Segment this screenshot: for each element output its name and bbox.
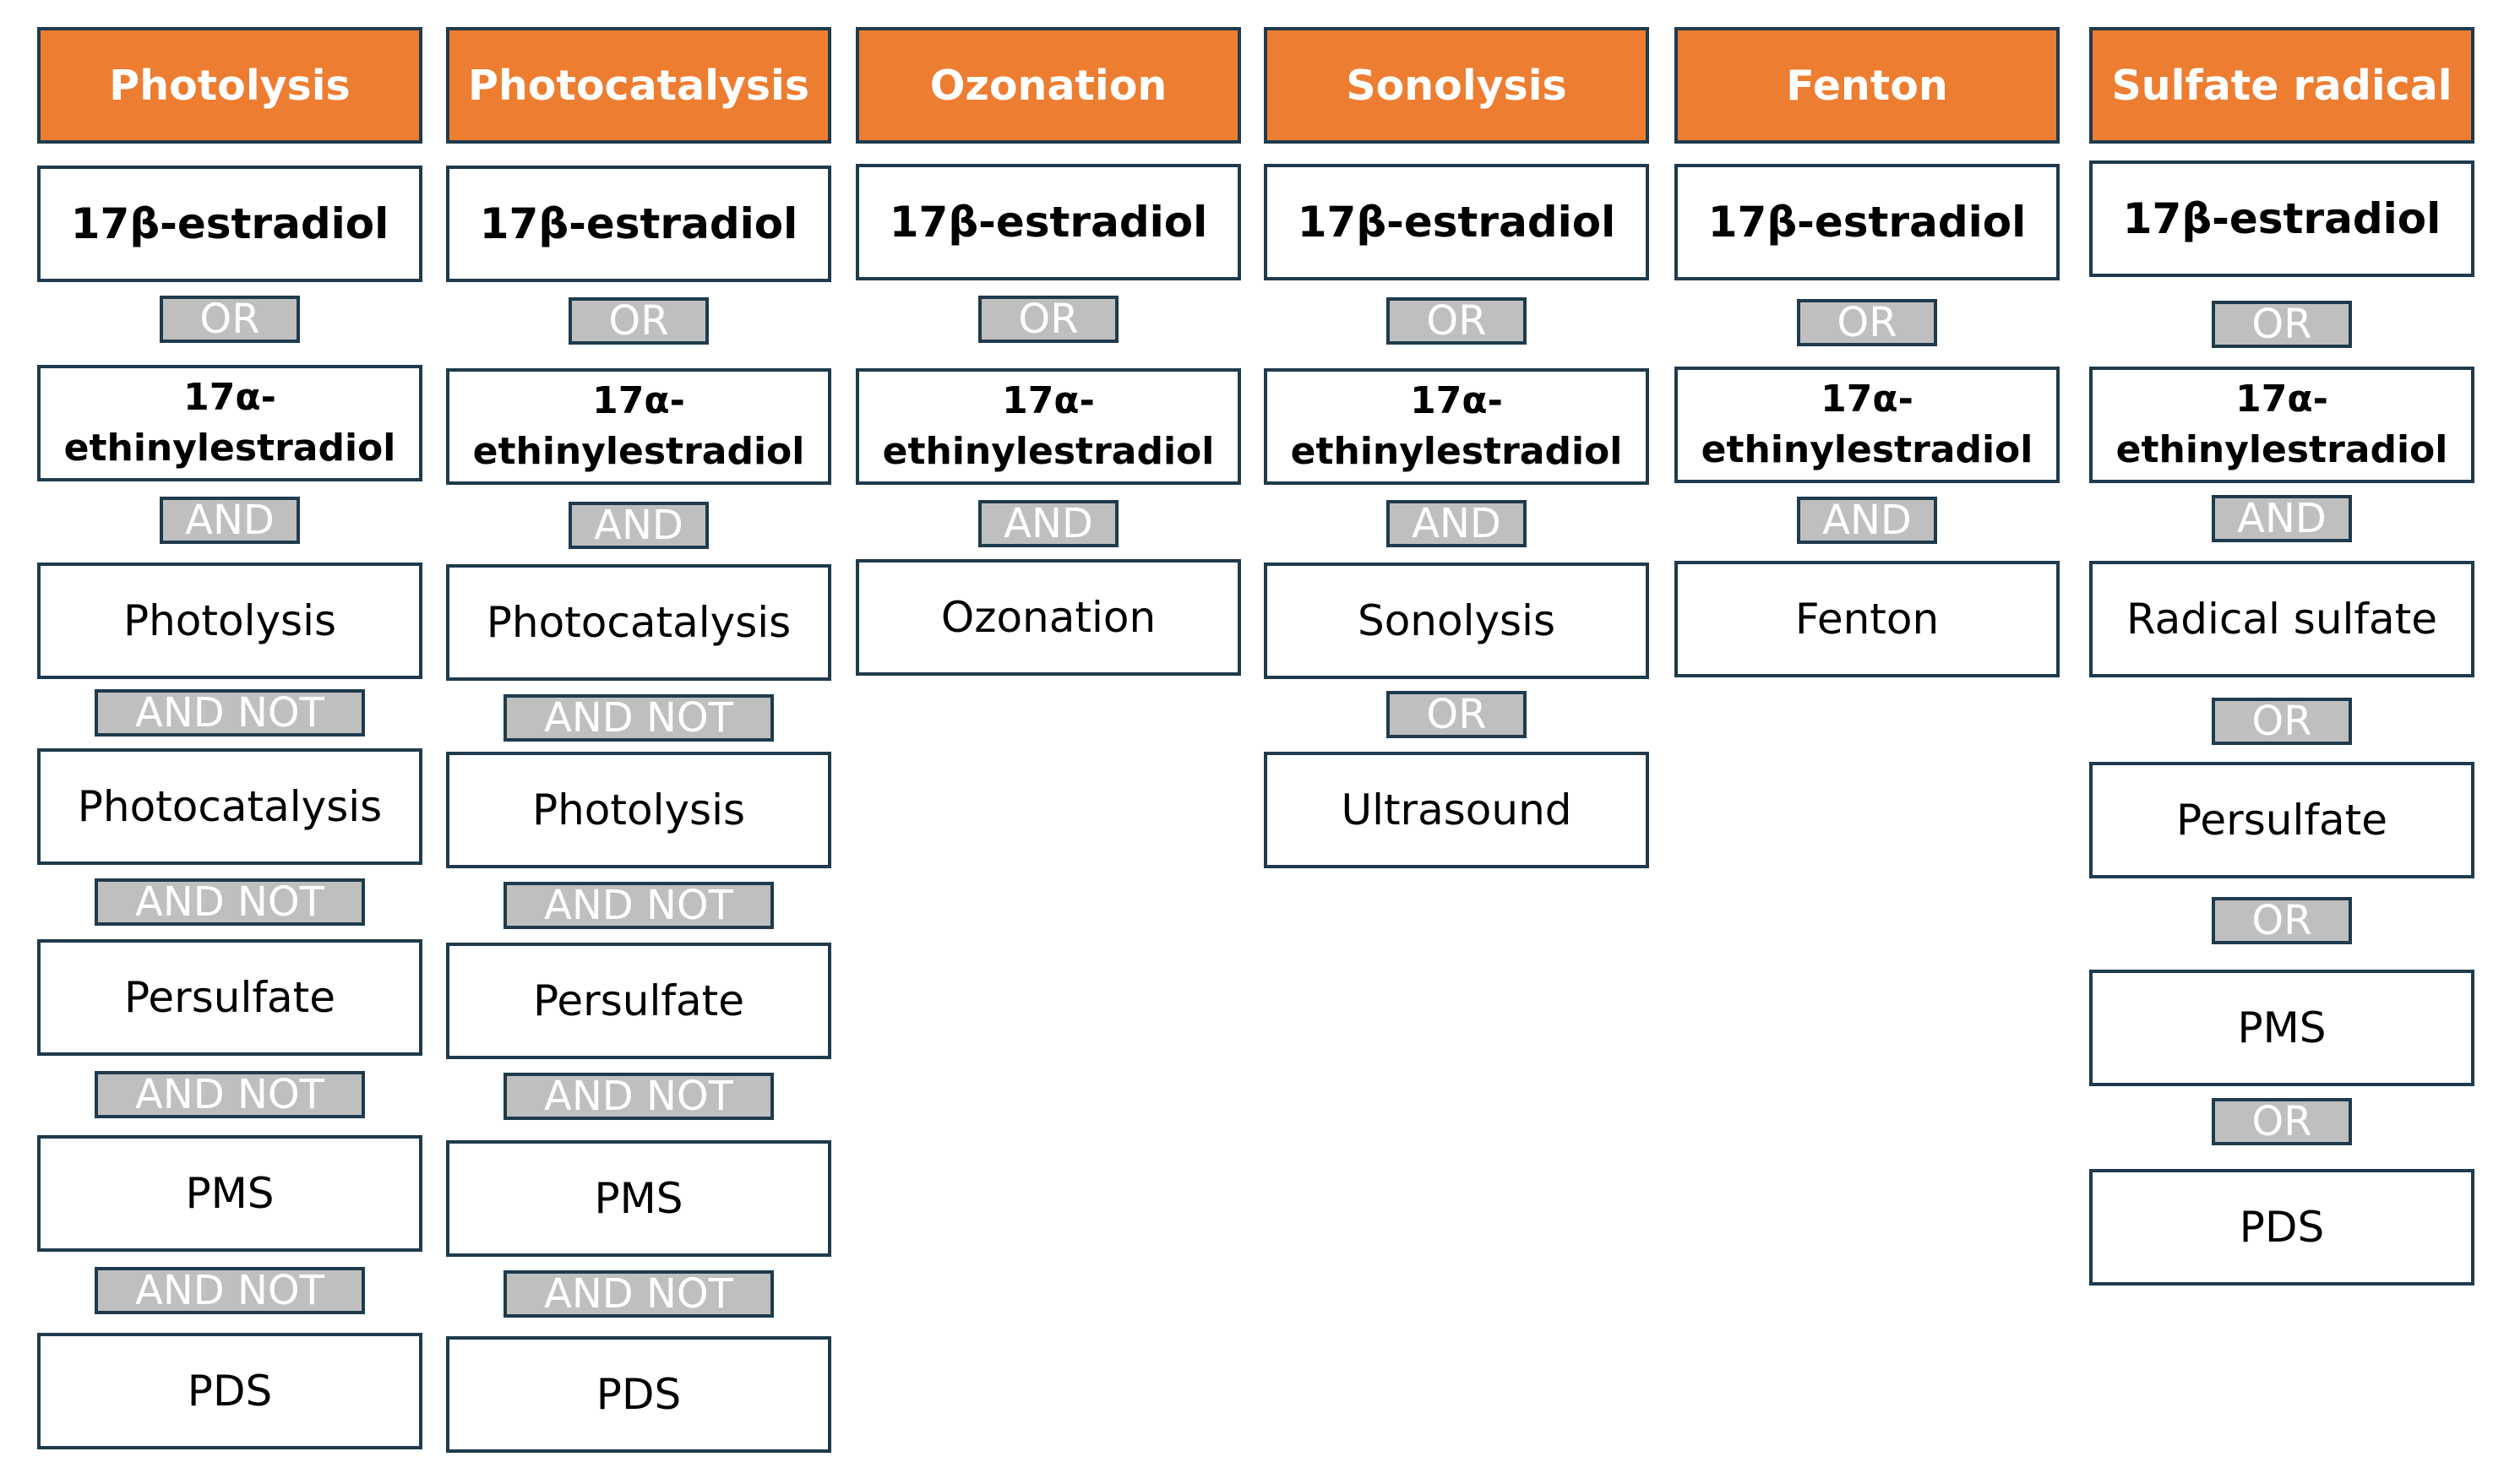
search-term-box: 17α-ethinylestradiol <box>37 365 422 481</box>
operator-or: OR <box>2212 1098 2352 1145</box>
search-term-box: Photolysis <box>37 563 422 679</box>
search-term-box: Ultrasound <box>1264 752 1649 868</box>
search-term-box: PDS <box>446 1336 831 1453</box>
operator-and: AND <box>1797 497 1937 544</box>
operator-and: AND <box>978 500 1119 547</box>
operator-or: OR <box>160 296 300 343</box>
column-header: Photolysis <box>37 27 422 144</box>
operator-and: AND <box>569 502 709 549</box>
search-term-box: 17α-ethinylestradiol <box>1264 368 1649 485</box>
operator-or: OR <box>1386 297 1527 345</box>
operator-and-not: AND NOT <box>504 882 774 929</box>
operator-or: OR <box>2212 698 2352 745</box>
operator-or: OR <box>1386 691 1527 738</box>
search-term-box: Radical sulfate <box>2089 561 2474 677</box>
column-header: Fenton <box>1674 27 2060 144</box>
search-term-box: 17α-ethinylestradiol <box>446 368 831 485</box>
search-term-box: Persulfate <box>446 943 831 1059</box>
search-term-box: Photolysis <box>446 752 831 868</box>
search-term-box: 17β-estradiol <box>2089 160 2474 277</box>
operator-or: OR <box>2212 897 2352 944</box>
search-term-box: Photocatalysis <box>37 748 422 865</box>
search-term-box: 17α-ethinylestradiol <box>2089 367 2474 483</box>
search-term-box: 17α-ethinylestradiol <box>856 368 1241 485</box>
operator-and-not: AND NOT <box>95 878 365 926</box>
operator-or: OR <box>2212 301 2352 348</box>
search-term-box: PDS <box>37 1333 422 1449</box>
search-term-box: Persulfate <box>2089 762 2474 878</box>
search-term-box: 17β-estradiol <box>1674 164 2060 280</box>
search-term-box: PMS <box>37 1135 422 1252</box>
column-header: Photocatalysis <box>446 27 831 144</box>
column-header: Ozonation <box>856 27 1241 144</box>
search-term-box: Sonolysis <box>1264 563 1649 679</box>
search-term-box: 17β-estradiol <box>1264 164 1649 280</box>
search-term-box: 17α-ethinylestradiol <box>1674 367 2060 483</box>
operator-and: AND <box>160 497 300 544</box>
search-term-box: Ozonation <box>856 559 1241 676</box>
search-term-box: PMS <box>2089 970 2474 1086</box>
operator-and-not: AND NOT <box>95 1071 365 1118</box>
search-term-box: 17β-estradiol <box>446 166 831 282</box>
search-term-box: Persulfate <box>37 939 422 1056</box>
operator-and: AND <box>2212 495 2352 542</box>
search-term-box: Photocatalysis <box>446 564 831 681</box>
search-term-box: PMS <box>446 1140 831 1257</box>
operator-and-not: AND NOT <box>504 694 774 742</box>
search-term-box: 17β-estradiol <box>37 166 422 282</box>
column-header: Sonolysis <box>1264 27 1649 144</box>
operator-and-not: AND NOT <box>504 1270 774 1318</box>
operator-or: OR <box>569 297 709 345</box>
operator-and-not: AND NOT <box>95 689 365 737</box>
operator-or: OR <box>978 296 1119 343</box>
operator-and-not: AND NOT <box>504 1073 774 1120</box>
operator-and: AND <box>1386 500 1527 547</box>
search-term-box: PDS <box>2089 1169 2474 1286</box>
search-term-box: 17β-estradiol <box>856 164 1241 280</box>
column-header: Sulfate radical <box>2089 27 2474 144</box>
search-term-box: Fenton <box>1674 561 2060 677</box>
operator-and-not: AND NOT <box>95 1267 365 1314</box>
operator-or: OR <box>1797 299 1937 346</box>
